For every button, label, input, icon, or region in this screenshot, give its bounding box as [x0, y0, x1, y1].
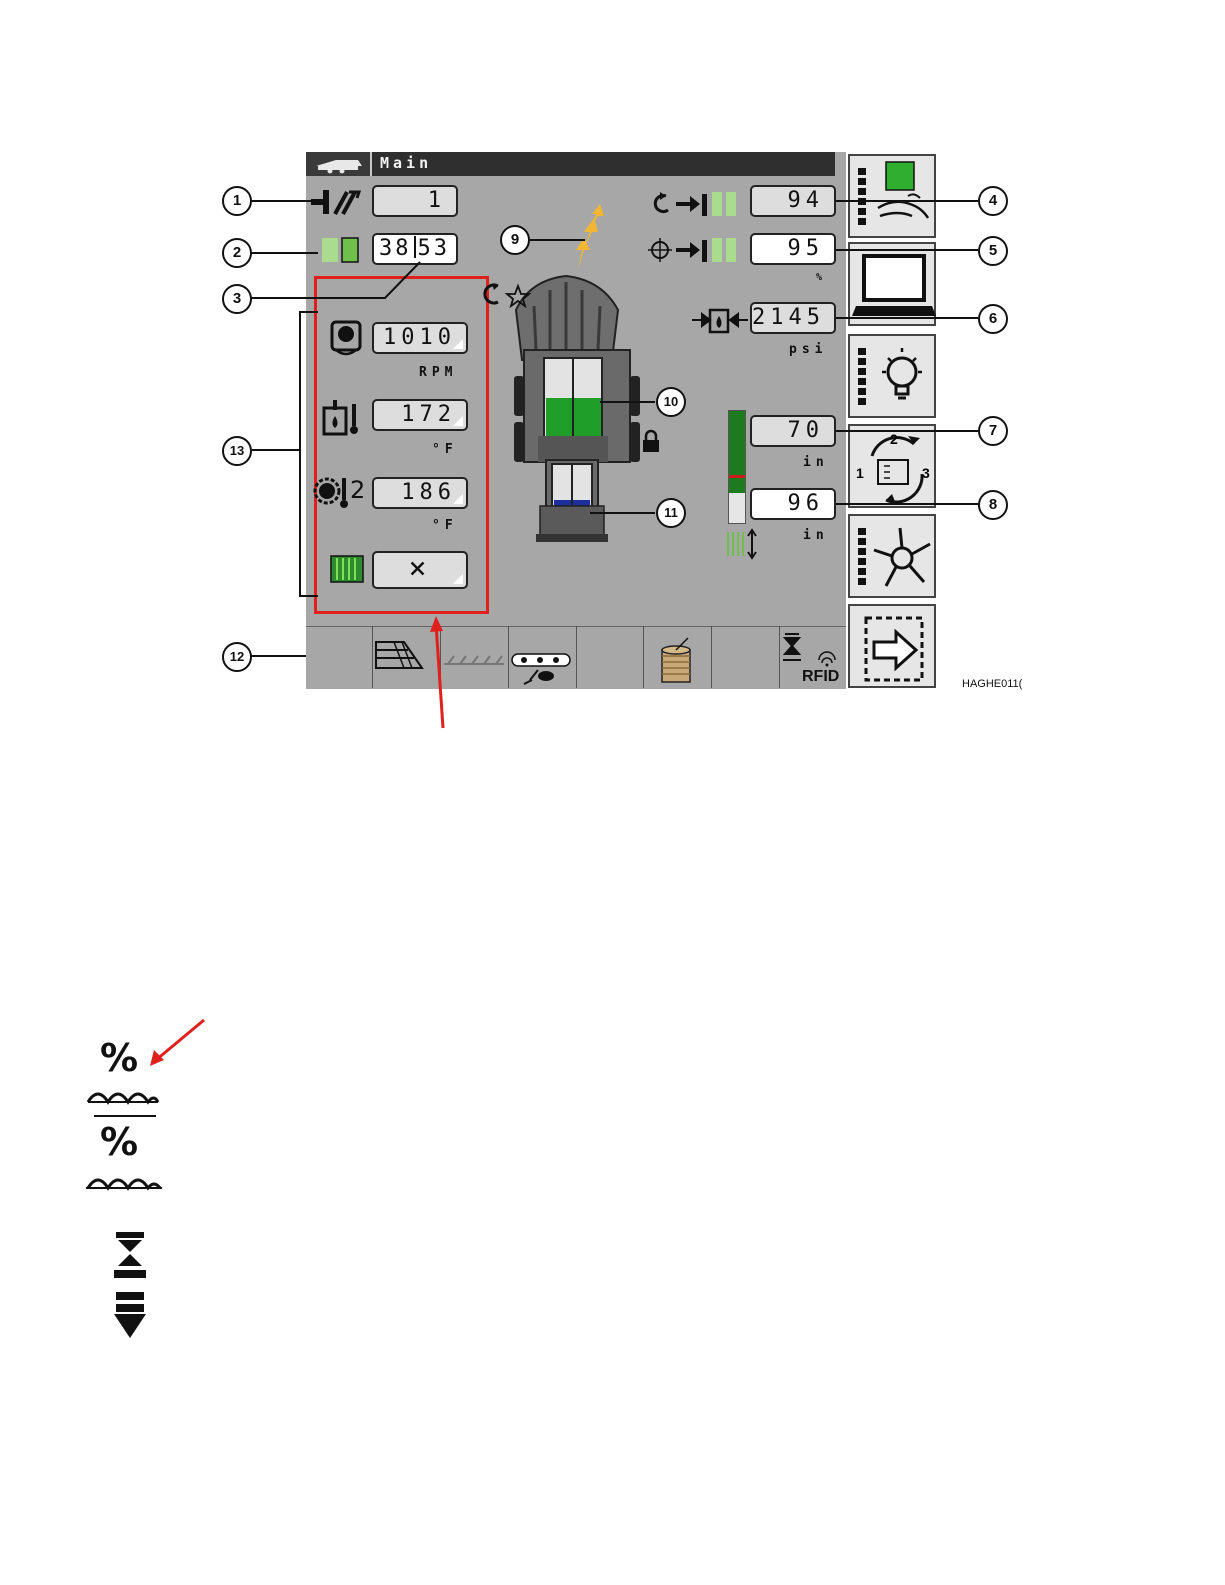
callout-lines — [0, 0, 1225, 760]
callout-1: 1 — [222, 186, 252, 216]
callout-7: 7 — [978, 416, 1008, 446]
moisture-waves-icon — [84, 1080, 164, 1120]
callout-10: 10 — [656, 387, 686, 417]
callout-8: 8 — [978, 490, 1008, 520]
red-pointer-arrow — [146, 1016, 210, 1066]
callout-9: 9 — [500, 225, 530, 255]
moisture-percent-symbol-2: % — [100, 1120, 138, 1164]
callout-11: 11 — [656, 498, 686, 528]
moisture-waves-icon-2 — [84, 1164, 164, 1200]
bale-eject-icons — [110, 1230, 156, 1342]
callout-13: 13 — [222, 436, 252, 466]
callout-6: 6 — [978, 304, 1008, 334]
callout-4: 4 — [978, 186, 1008, 216]
moisture-percent-symbol: % — [100, 1036, 138, 1080]
callout-2: 2 — [222, 238, 252, 268]
callout-5: 5 — [978, 236, 1008, 266]
callout-3: 3 — [222, 284, 252, 314]
callout-12: 12 — [222, 642, 252, 672]
